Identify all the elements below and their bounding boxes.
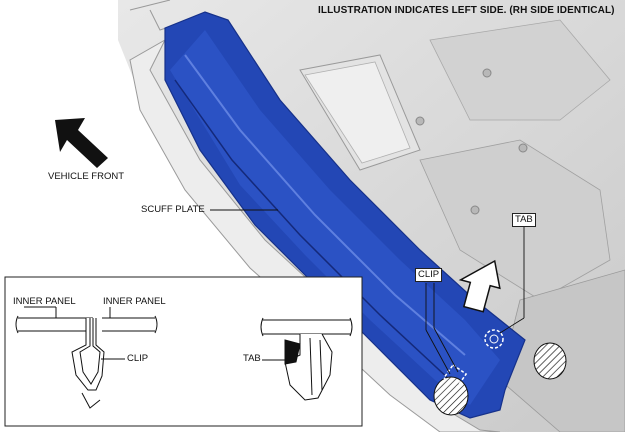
removal-direction-arrow bbox=[458, 259, 501, 313]
tab-label: TAB bbox=[512, 213, 536, 227]
header-note: ILLUSTRATION INDICATES LEFT SIDE. (RH SI… bbox=[318, 5, 615, 16]
inset-clip-label: CLIP bbox=[127, 353, 149, 364]
vehicle-front-label: VEHICLE FRONT bbox=[48, 171, 125, 182]
scuff-plate-label: SCUFF PLATE bbox=[141, 204, 205, 215]
vehicle-front-arrow bbox=[55, 118, 108, 168]
door-sill bbox=[129, 38, 501, 432]
inset-tab-label: TAB bbox=[243, 353, 261, 364]
tab-marker bbox=[484, 329, 504, 349]
scuff-plate-shape bbox=[164, 11, 526, 419]
inset-inner-panel-right-label: INNER PANEL bbox=[103, 296, 166, 307]
inset-inner-panel-left-label: INNER PANEL bbox=[13, 296, 76, 307]
clip-location-hatch bbox=[433, 342, 567, 416]
leader-lines bbox=[210, 209, 525, 375]
clip-label: CLIP bbox=[415, 268, 443, 282]
detail-inset-drawing bbox=[4, 276, 363, 427]
